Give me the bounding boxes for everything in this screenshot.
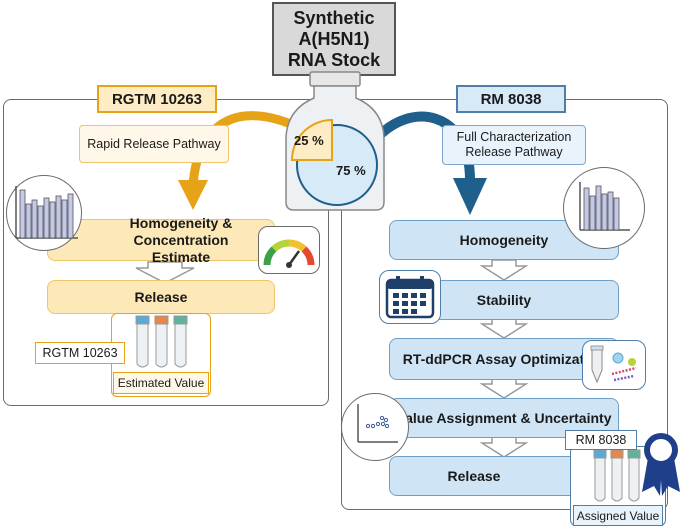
tube-rack-icon (593, 449, 641, 502)
right-percentage: 75 % (336, 163, 366, 178)
left-value-label: Estimated Value (113, 372, 209, 394)
split-pie (290, 118, 378, 206)
rna-stock-title: Synthetic A(H5N1) RNA Stock (287, 7, 381, 70)
tube-rack-icon (135, 315, 188, 368)
ribbon-icon (642, 433, 680, 496)
left-material-label: RGTM 10263 (35, 342, 125, 364)
pcr-tube-icon (590, 345, 637, 384)
left-header: RGTM 10263 (97, 85, 217, 113)
scatter-circle (341, 393, 409, 461)
bar-chart-icon (579, 182, 630, 231)
right-header: RM 8038 (456, 85, 566, 113)
scatter-plot-icon (357, 404, 398, 443)
right-material-label: RM 8038 (565, 430, 637, 450)
right-pathway: Full Characterization Release Pathway (442, 125, 586, 165)
left-pathway: Rapid Release Pathway (79, 125, 229, 163)
right-value-label: Assigned Value (573, 505, 663, 526)
left-step-homogeneity: Homogeneity & Concentration Estimate (47, 215, 275, 265)
left-step-release: Release (47, 280, 275, 314)
left-percentage: 25 % (294, 133, 324, 148)
gauge-icon (263, 239, 315, 268)
right-step-assay: RT-ddPCR Assay Optimization (389, 338, 619, 380)
bar-chart-icon (15, 186, 78, 239)
calendar-icon (385, 276, 435, 319)
right-step-value-assignment: Value Assignment & Uncertainty (389, 398, 619, 438)
rna-stock-box: Synthetic A(H5N1) RNA Stock (272, 2, 396, 76)
